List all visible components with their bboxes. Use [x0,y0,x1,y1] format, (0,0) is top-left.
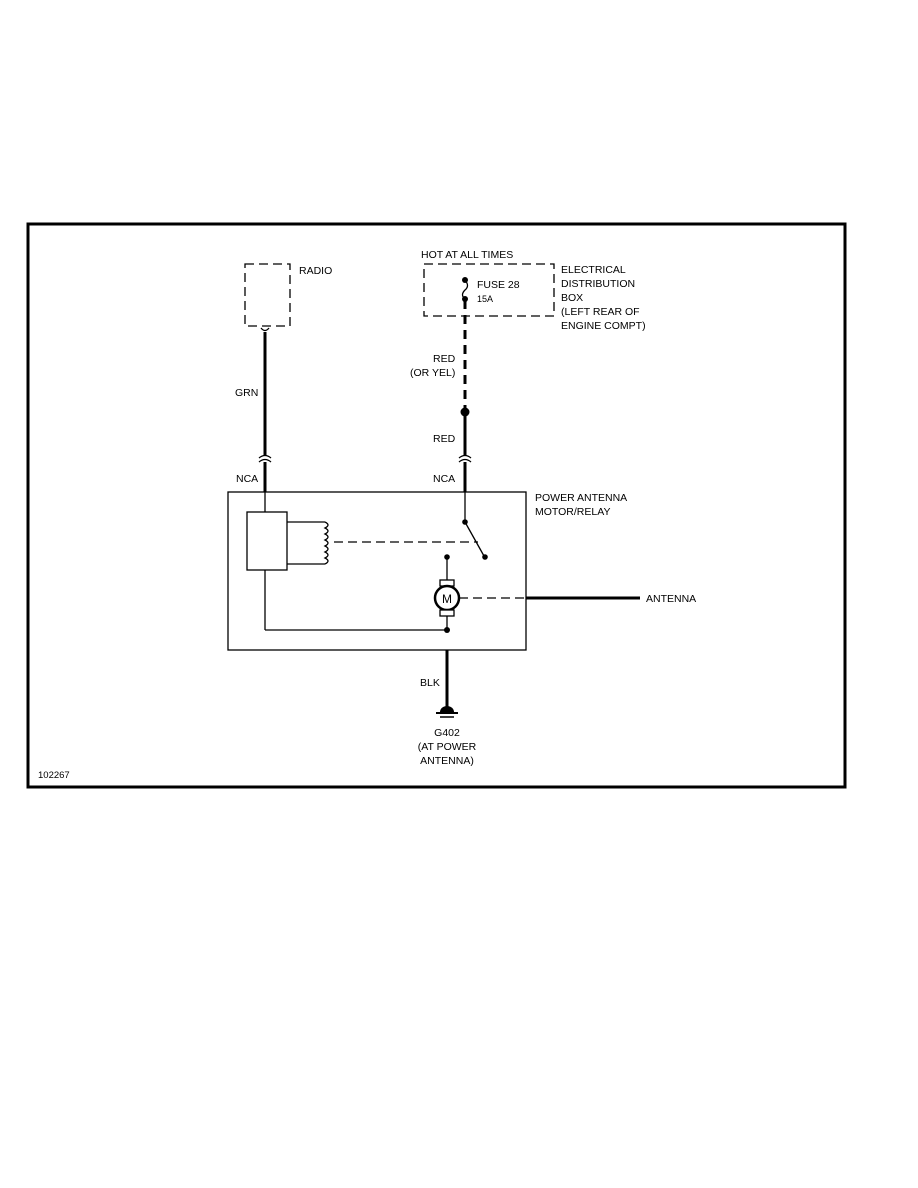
grn-wire: GRN NCA [235,332,272,492]
grn-wire-label: GRN [235,387,258,399]
edb-label-line4: (LEFT REAR OF [561,306,640,318]
fuse-rating-label: 15A [477,294,493,304]
ground-label-line3: ANTENNA) [420,755,474,767]
ground-label-line2: (AT POWER [418,741,477,753]
radio-box [244,263,291,327]
diagram-frame [26,222,847,789]
fuse-symbol [461,279,469,300]
edb-label-line5: ENGINE COMPT) [561,320,646,332]
ground-icon [440,706,454,712]
antenna: ANTENNA [526,593,696,605]
red-or-yel-label-1: RED [433,353,456,365]
fuse-label: FUSE 28 [477,279,520,291]
relay-coil [323,521,329,565]
power-antenna-motor-relay: POWER ANTENNA MOTOR/RELAY M [227,491,627,651]
radio-label: RADIO [299,265,332,277]
motor-label: M [442,592,452,606]
red-or-yel-label-2: (OR YEL) [410,367,455,379]
connector-left [258,454,272,459]
radio-component: RADIO [244,263,332,332]
motor-relay-box [227,491,527,651]
nca-right-label: NCA [433,473,455,485]
power-antenna-label-2: MOTOR/RELAY [535,506,610,518]
antenna-label: ANTENNA [646,593,696,605]
edb-box [423,263,555,317]
red-wire-label: RED [433,433,456,445]
electrical-distribution-box: HOT AT ALL TIMES FUSE 28 15A ELECTRICAL … [421,249,646,332]
connector-right [458,454,472,459]
edb-label-line2: DISTRIBUTION [561,278,635,290]
power-antenna-label-1: POWER ANTENNA [535,492,627,504]
blk-wire-label: BLK [420,677,440,689]
hot-at-all-times-label: HOT AT ALL TIMES [421,249,513,261]
blk-ground-wire: BLK G402 (AT POWER ANTENNA) [418,650,477,767]
red-wire: RED NCA [433,412,472,492]
control-module [246,511,288,571]
nca-left-label: NCA [236,473,258,485]
edb-label-line1: ELECTRICAL [561,264,626,276]
red-or-yel-wire: RED (OR YEL) [410,300,470,417]
edb-label-line3: BOX [561,292,583,304]
ground-label-line1: G402 [434,727,460,739]
figure-number: 102267 [38,770,70,781]
relay-switch [464,521,485,557]
